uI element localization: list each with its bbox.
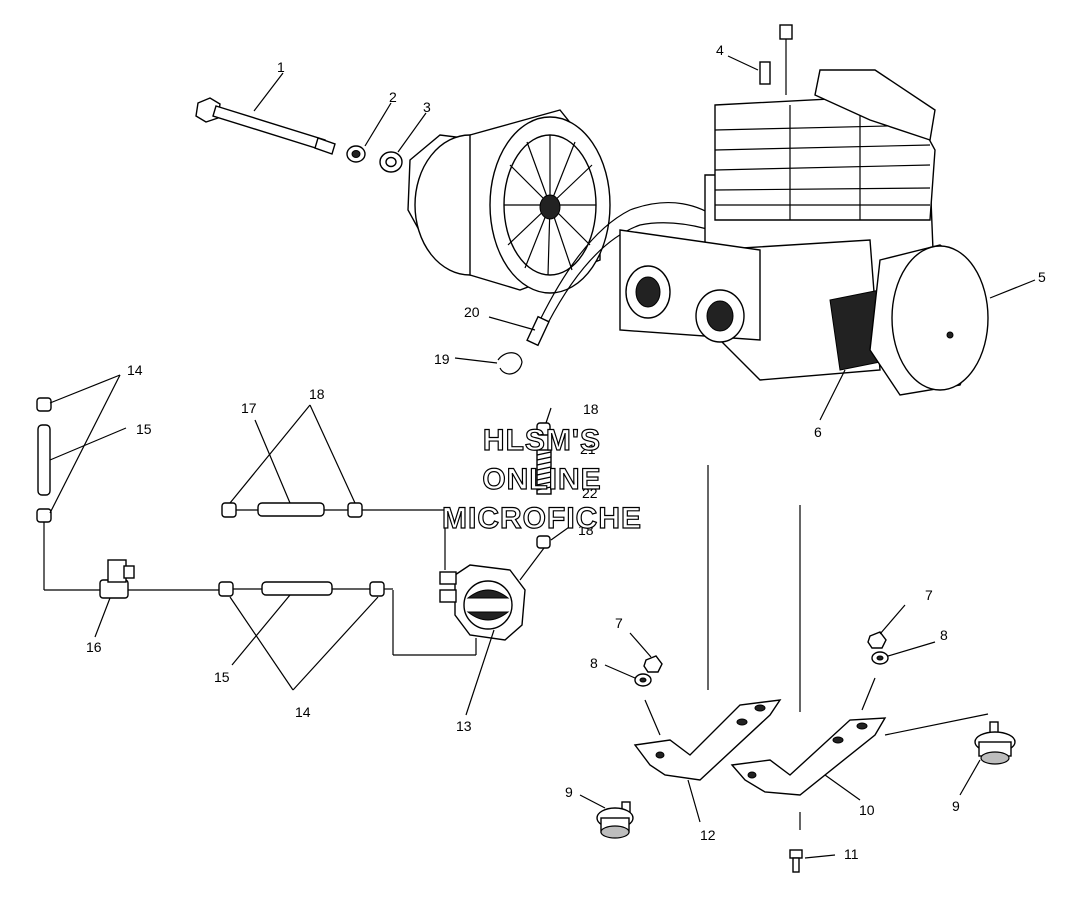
bracket-part-12[interactable] <box>633 699 782 781</box>
nut-part-7-left[interactable] <box>643 655 663 673</box>
clamp-part-18-right[interactable] <box>347 502 363 518</box>
callout-8-left: 8 <box>590 655 598 671</box>
callout-7-left: 7 <box>615 615 623 631</box>
callout-labels: 1 2 3 4 5 6 7 7 8 8 9 9 10 11 12 13 14 1… <box>86 42 1046 862</box>
callout-15-bottom: 15 <box>214 669 230 685</box>
clamp-part-14-left[interactable] <box>218 581 234 597</box>
callout-6: 6 <box>814 424 822 440</box>
clamp-part-18-left[interactable] <box>221 502 237 518</box>
callout-20: 20 <box>464 304 480 320</box>
clutch-assembly <box>407 109 611 294</box>
callout-4: 4 <box>716 42 724 58</box>
mount-part-9-left[interactable] <box>596 801 634 839</box>
clamp-part-18-top[interactable] <box>536 422 551 436</box>
callout-11: 11 <box>844 846 859 862</box>
spacer-part-3[interactable] <box>379 151 403 173</box>
hose-part-15-horizontal[interactable] <box>261 581 333 596</box>
callout-17: 17 <box>241 400 257 416</box>
hose-part-15-vertical[interactable] <box>37 424 51 496</box>
clip-part-19[interactable] <box>497 352 523 375</box>
callout-7-right: 7 <box>925 587 933 603</box>
cover-part-5[interactable] <box>869 244 989 396</box>
callout-8-right: 8 <box>940 627 948 643</box>
callout-13: 13 <box>456 718 472 734</box>
callout-10: 10 <box>859 802 875 818</box>
callout-14-bottom: 14 <box>295 704 311 720</box>
bracket-part-10[interactable] <box>730 717 887 796</box>
callout-16: 16 <box>86 639 102 655</box>
leader-lines <box>49 55 1036 859</box>
callout-18-upper-hose: 18 <box>309 386 325 402</box>
washer-part-8-right[interactable] <box>871 651 889 665</box>
callout-18-bottom: 18 <box>578 522 594 538</box>
callout-5: 5 <box>1038 269 1046 285</box>
clamp-part-14-right[interactable] <box>369 581 385 597</box>
clamp-part-18-bottom[interactable] <box>536 535 551 549</box>
callout-22: 22 <box>582 485 598 501</box>
engine-assembly <box>619 69 936 381</box>
spring-part-21[interactable] <box>536 449 552 495</box>
callout-9-left: 9 <box>565 784 573 800</box>
callout-19: 19 <box>434 351 450 367</box>
sensor-part-4[interactable] <box>759 24 793 95</box>
washer-part-8-left[interactable] <box>634 673 652 687</box>
callout-3: 3 <box>423 99 431 115</box>
valve-part-16[interactable] <box>99 559 135 599</box>
fuel-pump-part-13[interactable] <box>439 564 526 655</box>
callout-12: 12 <box>700 827 716 843</box>
clamp-part-14-lower[interactable] <box>36 508 52 523</box>
nut-part-7-right[interactable] <box>867 631 887 649</box>
mount-part-9-right[interactable] <box>974 721 1016 765</box>
watermark: HLSM'S ONLINE MICROFICHE <box>441 423 642 535</box>
bolt-part-11[interactable] <box>789 849 803 873</box>
callout-14-top: 14 <box>127 362 143 378</box>
callout-9-right: 9 <box>952 798 960 814</box>
clamp-part-14-upper[interactable] <box>36 397 52 412</box>
watermark-line-1: HLSM'S <box>483 424 601 457</box>
bolt-part-1[interactable] <box>195 97 336 155</box>
washer-part-2[interactable] <box>346 145 366 163</box>
watermark-line-3: MICROFICHE <box>442 502 642 535</box>
callout-1: 1 <box>277 59 285 75</box>
callout-2: 2 <box>389 89 397 105</box>
hose-part-17[interactable] <box>257 502 325 517</box>
callout-18-top: 18 <box>583 401 599 417</box>
watermark-line-2: ONLINE <box>482 463 601 496</box>
callout-21: 21 <box>580 441 596 457</box>
callout-15-top: 15 <box>136 421 152 437</box>
